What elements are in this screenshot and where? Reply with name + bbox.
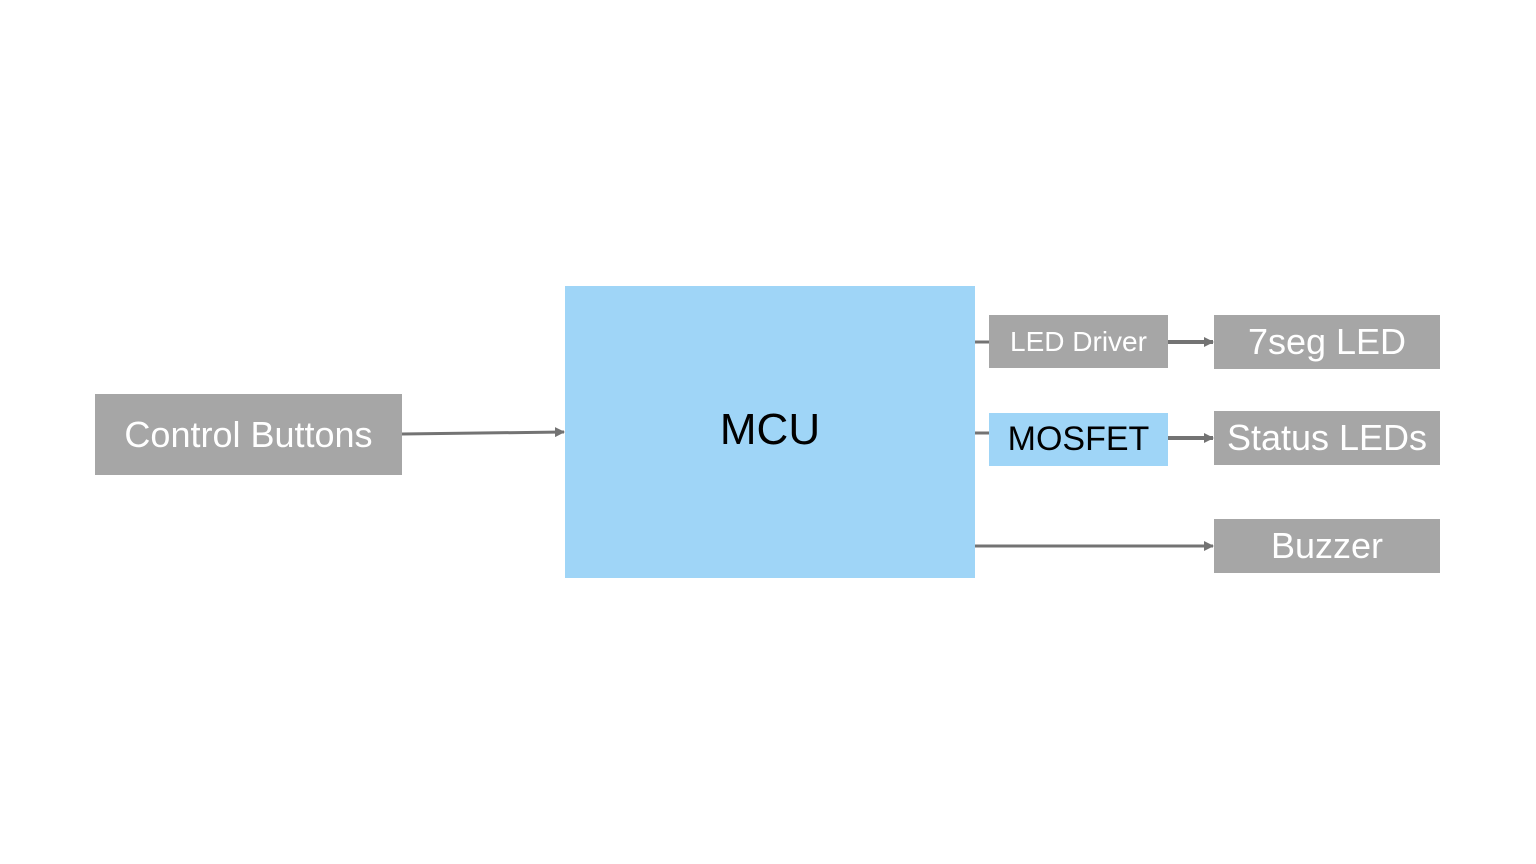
status-leds-block: Status LEDs [1214, 411, 1440, 465]
mosfet-label: MOSFET [1007, 420, 1150, 458]
control-buttons-label: Control Buttons [124, 413, 373, 455]
buzzer-block: Buzzer [1214, 519, 1440, 573]
mcu-block: MCU [565, 286, 975, 578]
seg-led-label: 7seg LED [1247, 321, 1407, 362]
control-buttons-block: Control Buttons [95, 394, 402, 475]
status-leds-label: Status LEDs [1226, 417, 1428, 458]
led-driver-block: LED Driver [989, 315, 1168, 368]
arrow-control-to-mcu [401, 427, 565, 438]
mosfet-block: MOSFET [989, 413, 1168, 466]
mcu-label: MCU [719, 405, 821, 454]
led-driver-label: LED Driver [1010, 325, 1147, 357]
seg-led-block: 7seg LED [1214, 315, 1440, 369]
buzzer-label: Buzzer [1270, 525, 1384, 566]
